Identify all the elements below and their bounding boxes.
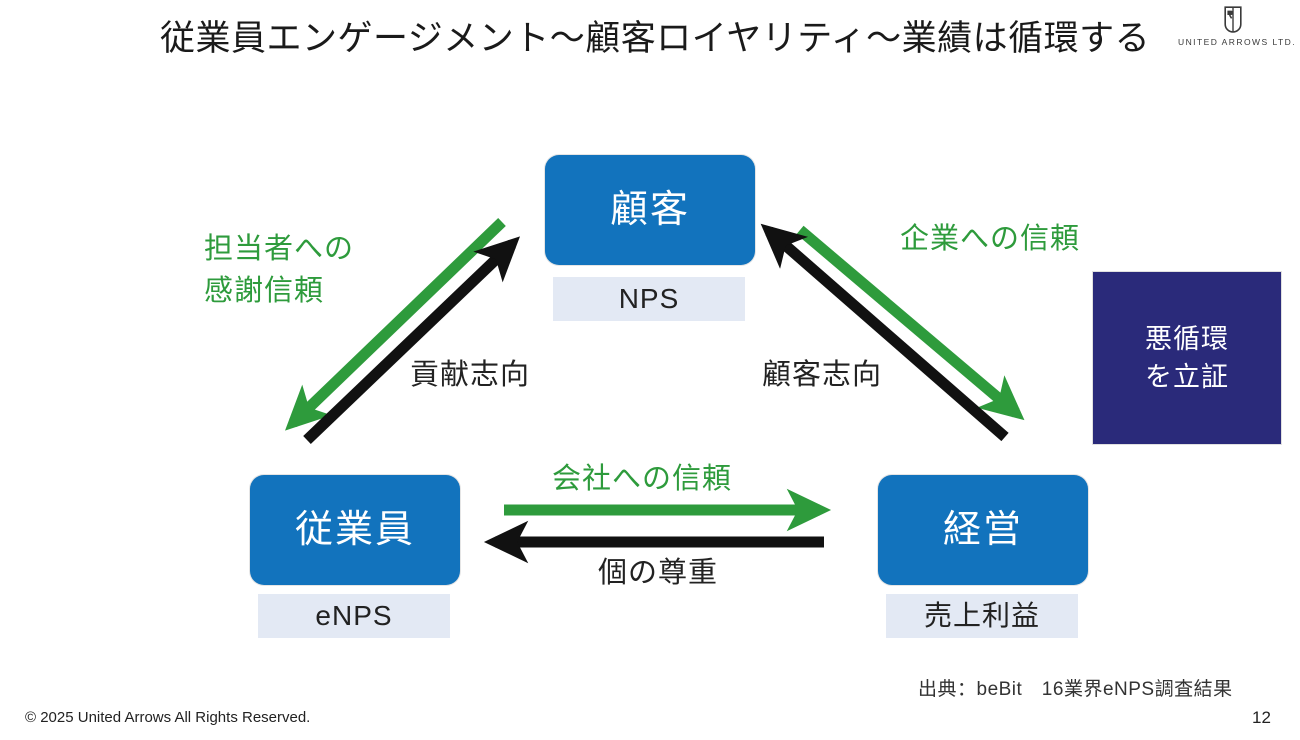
edge-label-individual-respect: 個の尊重 [598,557,719,589]
node-management[interactable]: 経営 [878,475,1088,585]
node-customer[interactable]: 顧客 [545,155,755,265]
edge-label-contribution: 貢献志向 [410,359,531,391]
logo-wordmark: UNITED ARROWS LTD. [1178,37,1297,47]
edge-label-company-trust: 会社への信頼 [552,463,733,495]
node-management-label: 経営 [942,509,1023,551]
node-employee-label: 従業員 [294,509,415,551]
page-title: 従業員エンゲージメント～顧客ロイヤリティ～業績は循環する [160,19,1151,58]
footer-copyright: © 2025 United Arrows All Rights Reserved… [25,709,311,726]
arrow-management-to-customer [760,223,1009,442]
metric-management-label: 売上利益 [923,600,1040,631]
metric-management-profit: 売上利益 [886,594,1078,638]
footer-page-number: 12 [1252,708,1271,727]
node-employee[interactable]: 従業員 [250,475,460,585]
callout-text: 悪循環 を立証 [1145,324,1229,392]
node-customer-label: 顧客 [609,189,690,231]
united-arrows-monogram-icon [1224,6,1242,33]
edge-label-gratitude-trust: 担当者への 感謝信頼 [204,233,355,307]
edge-label-corporate-trust: 企業への信頼 [900,223,1081,255]
brand-logo: UNITED ARROWS LTD. [1178,6,1297,47]
source-note: 出典：beBit 16業界eNPS調査結果 [918,679,1233,700]
edge-label-customer-orientation: 顧客志向 [762,359,883,391]
metric-customer-label: NPS [618,283,680,314]
callout-negative-cycle: 悪循環 を立証 [1093,272,1281,444]
metric-employee-enps: eNPS [258,594,450,638]
metric-customer-nps: NPS [553,277,745,321]
metric-employee-label: eNPS [315,600,393,631]
